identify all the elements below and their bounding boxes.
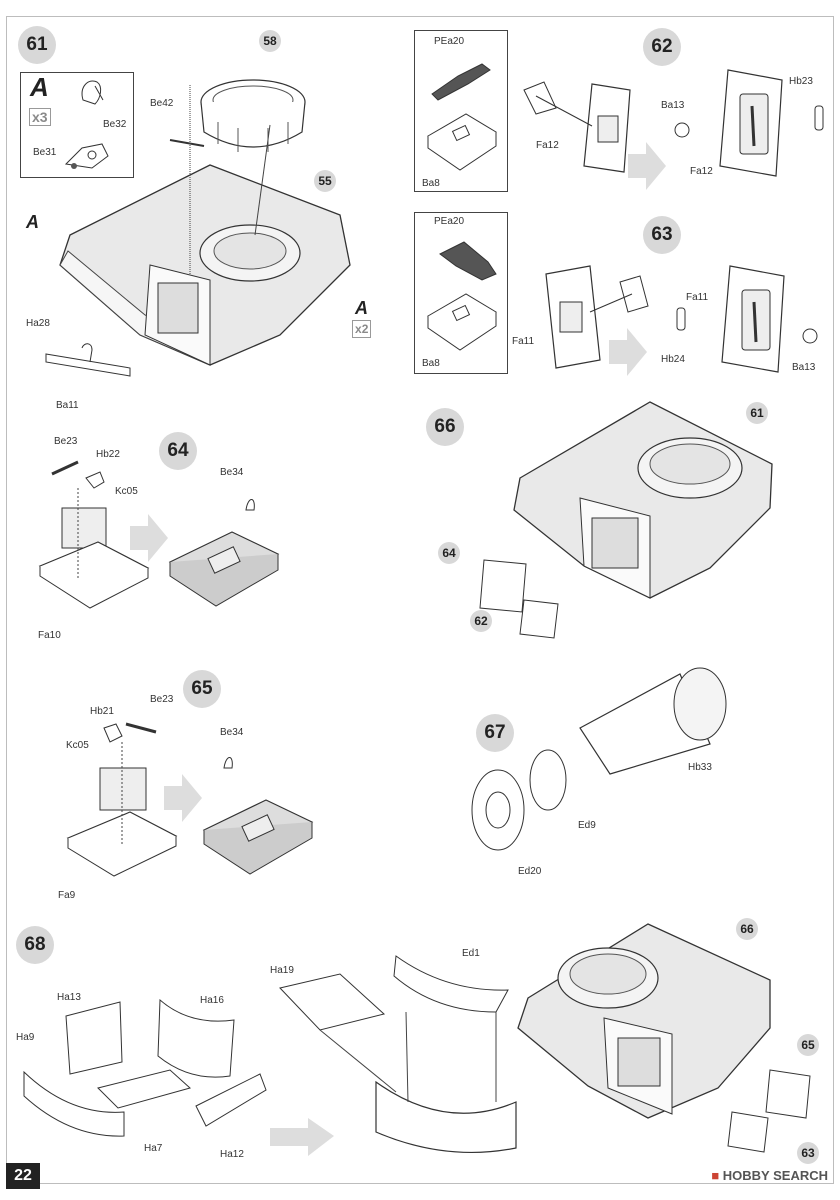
label-hb23-62: Hb23 [789,76,813,87]
vision-block-assembly-65 [66,722,178,877]
turret-drawing-step61 [59,85,351,366]
label-hb24-63: Hb24 [661,354,685,365]
pea20-part-drawing-63 [439,241,497,281]
be42-part-drawing [169,139,205,147]
hatch-assembly-63 [545,265,649,369]
vision-block-assembly-64 [38,460,150,609]
label-ba13-62: Ba13 [661,100,685,111]
label-ba8-63: Ba8 [422,358,440,369]
label-pea20-63: PEa20 [434,216,465,227]
step-66-number: 66 [426,408,464,446]
page-frame [6,16,834,1184]
step-64-number: 64 [159,432,197,470]
label-ha12-68: Ha12 [220,1149,244,1160]
be34-part-drawing-64 [245,499,255,511]
label-fa10-64: Fa10 [38,630,61,641]
ref-64-callout: 64 [438,542,460,564]
hatch-finished-63 [721,265,785,373]
mark-a-right-count: x2 [352,320,372,338]
vision-block-finished-64 [168,531,280,607]
label-be32: Be32 [103,119,127,130]
arrow-right-62 [628,142,666,190]
vision-block-finished-65 [202,799,314,875]
gun-mantlet-drawing-67 [471,667,727,851]
arrow-right-68 [270,1118,334,1156]
turret-drawing-step66 [513,401,773,599]
subassembly-a-count: x3 [29,108,51,126]
be31-part-drawing [64,143,109,169]
label-be34-65: Be34 [220,727,244,738]
label-hb21-65: Hb21 [90,706,114,717]
label-ba8-62: Ba8 [422,178,440,189]
hatch-assembly-62 [523,81,631,173]
label-fa11-63a: Fa11 [512,336,535,347]
ba11-part-drawing [45,343,131,377]
turret-basket-parts-68 [23,998,267,1137]
hatch-finished-62 [719,69,783,177]
label-ba11: Ba11 [56,400,79,411]
be34-part-drawing-65 [223,757,233,769]
label-ed20-67: Ed20 [518,866,542,877]
label-fa11-63b: Fa11 [686,292,709,303]
label-fa12-62b: Fa12 [690,166,713,177]
subassembly-a-letter: A [30,72,49,102]
label-ha13-68: Ha13 [57,992,81,1003]
step-61-number: 61 [18,26,56,64]
label-ha7-68: Ha7 [144,1143,163,1154]
pea20-part-drawing-62 [431,63,491,101]
hatch-placed-68 [727,1111,769,1153]
turret-basket-assembly-68 [279,955,517,1154]
vision-block-placed-66 [479,559,527,613]
step-62-number: 62 [643,28,681,66]
label-ed1-68: Ed1 [462,948,480,959]
step-68-number: 68 [16,926,54,964]
label-be42: Be42 [150,98,174,109]
label-hb33-67: Hb33 [688,762,712,773]
arrow-right-64 [130,514,168,562]
part-58-callout: 58 [259,30,281,52]
mark-a-right: A [355,298,368,318]
be32-part-drawing [81,80,104,105]
part-55-callout: 55 [314,170,336,192]
ba13-part-drawing-62 [674,122,690,138]
label-fa12-62a: Fa12 [536,140,559,151]
ref-61-callout: 61 [746,402,768,424]
turret-drawing-step68 [517,923,771,1119]
label-ha28: Ha28 [26,318,50,329]
label-ha16-68: Ha16 [200,995,224,1006]
step-67-number: 67 [476,714,514,752]
label-ba13-63: Ba13 [792,362,816,373]
ba8-part-drawing-62 [427,113,497,171]
label-ha19-68: Ha19 [270,965,294,976]
ba8-part-drawing-63 [427,293,497,351]
label-kc05-64: Kc05 [115,486,138,497]
label-ha9-68: Ha9 [16,1032,35,1043]
ba13-part-drawing-63 [802,328,818,344]
ref-66-callout: 66 [736,918,758,940]
label-be31: Be31 [33,147,57,158]
label-fa9-65: Fa9 [58,890,76,901]
ref-63-callout: 63 [797,1142,819,1164]
commander-cupola-drawing [200,79,306,152]
hb24-part-drawing-63 [676,307,686,331]
vision-block-placed-68 [765,1069,811,1119]
label-be23-65: Be23 [150,694,174,705]
ref-62-callout: 62 [470,610,492,632]
step-65-number: 65 [183,670,221,708]
step-63-number: 63 [643,216,681,254]
arrow-right-65 [164,774,202,822]
label-kc05-65: Kc05 [66,740,89,751]
hobby-search-watermark: ■ HOBBY SEARCH [711,1168,828,1183]
page-number: 22 [6,1163,40,1189]
label-ed9-67: Ed9 [578,820,596,831]
mark-a-left: A [26,212,39,232]
label-hb22-64: Hb22 [96,449,120,460]
label-pea20-62: PEa20 [434,36,465,47]
ref-65-callout: 65 [797,1034,819,1056]
label-be34-64: Be34 [220,467,244,478]
hb23-part-drawing-62 [814,105,824,131]
label-be23-64: Be23 [54,436,78,447]
hatch-placed-66 [519,599,559,639]
arrow-right-63 [609,328,647,376]
